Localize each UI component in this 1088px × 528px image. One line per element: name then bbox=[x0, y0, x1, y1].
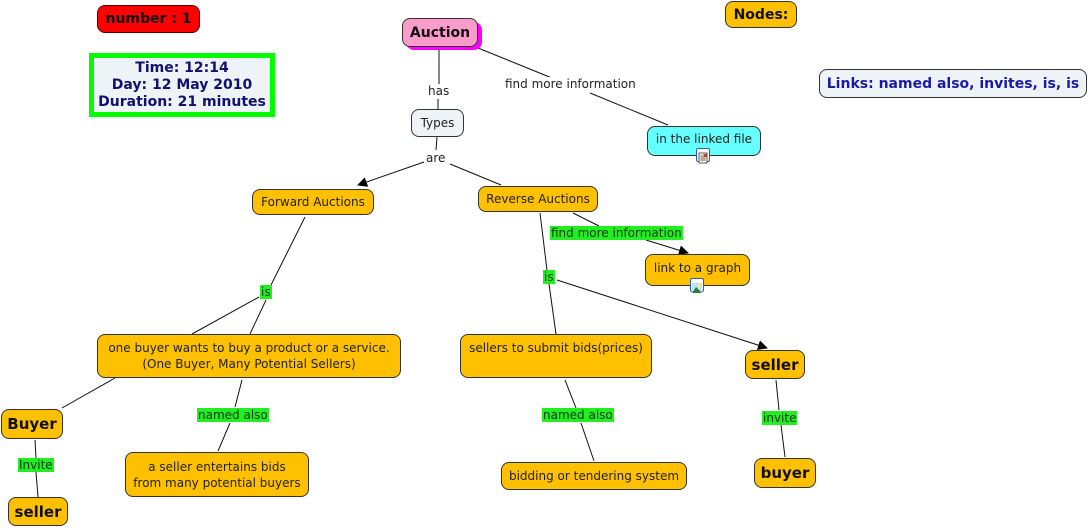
number-badge[interactable]: number : 1 bbox=[97, 5, 200, 33]
node-types-text: Types bbox=[420, 116, 455, 130]
line-reverse-findinfo bbox=[572, 212, 600, 227]
link-label-is-reverse[interactable]: is bbox=[543, 270, 555, 284]
node-seller-right-text: seller bbox=[751, 355, 799, 374]
node-seller-entertains[interactable]: a seller entertains bids from many poten… bbox=[125, 452, 309, 497]
line-are-forward bbox=[357, 161, 425, 187]
link-label-invite-right[interactable]: invite bbox=[762, 411, 798, 425]
line-types-are bbox=[435, 136, 438, 151]
node-one-buyer-text: one buyer wants to buy a product or a se… bbox=[108, 341, 390, 371]
line-findinfo-linkedfile bbox=[589, 92, 669, 126]
line-onebuyer-namedalso bbox=[234, 379, 243, 408]
line-namedalso-bidding bbox=[580, 422, 595, 462]
link-label-invite-left[interactable]: Invite bbox=[18, 458, 54, 472]
line-findinfo-graph bbox=[645, 239, 689, 256]
node-link-to-graph-text: link to a graph bbox=[653, 261, 742, 275]
link-label-named-also-right[interactable]: named also bbox=[542, 408, 614, 422]
link-label-has[interactable]: has bbox=[427, 84, 451, 98]
node-buyer-left[interactable]: Buyer bbox=[1, 409, 63, 439]
day-text: Day: 12 May 2010 bbox=[111, 76, 253, 93]
link-label-is-forward[interactable]: is bbox=[260, 285, 272, 299]
node-seller-left-text: seller bbox=[14, 502, 62, 521]
node-bidding-system[interactable]: bidding or tendering system bbox=[501, 462, 687, 490]
node-auction[interactable]: Auction bbox=[402, 18, 478, 47]
node-reverse-auctions[interactable]: Reverse Auctions bbox=[478, 186, 598, 212]
links-summary-text: Links: named also, invites, is, is bbox=[826, 75, 1080, 92]
node-sellers-submit[interactable]: sellers to submit bids(prices) bbox=[460, 334, 652, 378]
line-buyer-invite bbox=[34, 439, 37, 459]
line-auction-findinfo bbox=[477, 47, 553, 79]
link-label-are[interactable]: are bbox=[425, 151, 447, 165]
node-auction-text: Auction bbox=[409, 24, 471, 41]
node-seller-right[interactable]: seller bbox=[745, 350, 805, 379]
node-forward-auctions-text: Forward Auctions bbox=[261, 195, 365, 209]
node-reverse-auctions-text: Reverse Auctions bbox=[486, 192, 590, 206]
link-label-find-more-info-reverse[interactable]: find more information bbox=[550, 226, 683, 240]
line-are-reverse bbox=[449, 163, 502, 186]
line-invite-buyer bbox=[780, 424, 786, 458]
line-invite-seller bbox=[35, 471, 39, 498]
node-types[interactable]: Types bbox=[411, 109, 464, 137]
image-icon[interactable] bbox=[690, 278, 704, 293]
node-one-buyer[interactable]: one buyer wants to buy a product or a se… bbox=[97, 334, 401, 378]
line-onebuyer-buyer bbox=[61, 377, 116, 409]
node-forward-auctions[interactable]: Forward Auctions bbox=[252, 189, 374, 215]
line-is-seller bbox=[556, 279, 768, 350]
node-seller-left[interactable]: seller bbox=[8, 497, 68, 526]
line-forward-is bbox=[270, 216, 306, 286]
node-linked-file-text: in the linked file bbox=[655, 132, 753, 146]
line-seller-invite bbox=[775, 379, 780, 411]
links-summary[interactable]: Links: named also, invites, is, is bbox=[819, 69, 1087, 98]
time-text: Time: 12:14 bbox=[135, 59, 229, 76]
node-sellers-submit-text: sellers to submit bids(prices) bbox=[469, 341, 643, 355]
number-badge-text: number : 1 bbox=[105, 11, 192, 27]
line-is-onebuyer-a bbox=[191, 296, 260, 335]
line-namedalso-entertains bbox=[217, 422, 231, 452]
link-label-find-more-info-top[interactable]: find more information bbox=[504, 77, 637, 91]
node-buyer-left-text: Buyer bbox=[7, 415, 57, 433]
node-seller-entertains-text: a seller entertains bids from many poten… bbox=[133, 459, 301, 490]
line-is-onebuyer-b bbox=[249, 299, 267, 335]
node-bidding-system-text: bidding or tendering system bbox=[508, 469, 680, 483]
node-buyer-right[interactable]: buyer bbox=[754, 458, 816, 488]
line-is-sellerssubmit bbox=[548, 283, 557, 335]
nodes-label-text: Nodes: bbox=[733, 6, 789, 23]
link-label-named-also-left[interactable]: named also bbox=[197, 408, 269, 422]
line-submit-namedalso bbox=[564, 379, 577, 409]
duration-text: Duration: 21 minutes bbox=[98, 93, 266, 110]
node-buyer-right-text: buyer bbox=[760, 464, 810, 482]
nodes-label[interactable]: Nodes: bbox=[725, 1, 797, 28]
document-icon[interactable] bbox=[696, 148, 710, 164]
time-info-box: Time: 12:14 Day: 12 May 2010 Duration: 2… bbox=[89, 53, 275, 117]
line-reverse-is bbox=[539, 212, 548, 271]
